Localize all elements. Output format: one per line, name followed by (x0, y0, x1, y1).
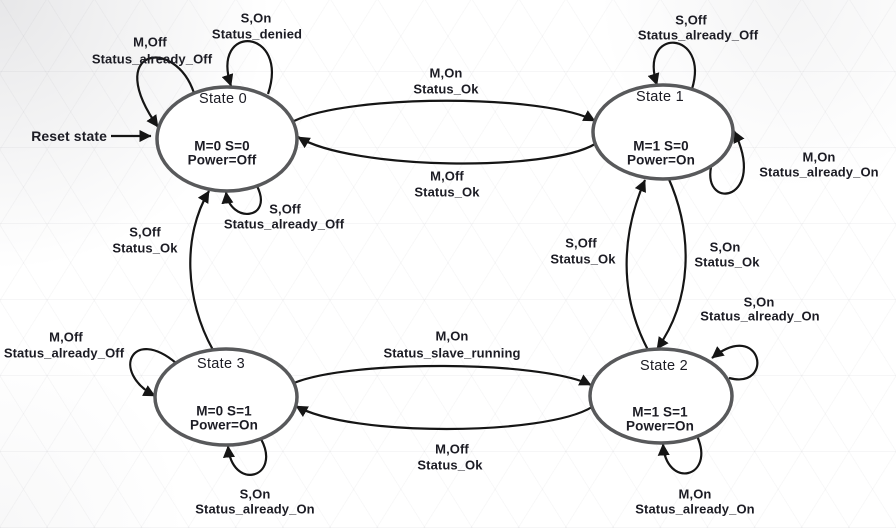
label-s1-s0-action: Status_Ok (414, 185, 480, 200)
state1-name: State 1 (636, 89, 684, 105)
label-s1-loop-top-event: S,Off (675, 13, 707, 28)
label-s0-loop-top-event: S,On (241, 11, 272, 26)
state1-values-line1: M=1 S=0 (633, 139, 688, 154)
edge-state1-selfloop-top (647, 41, 696, 90)
edge-state2-to-state1 (625, 179, 649, 351)
state0-ellipse (155, 85, 299, 193)
label-s3-loop-bottom-event: S,On (240, 487, 271, 502)
edge-state2-selfloop-topright (711, 344, 759, 381)
edge-state3-to-state0 (189, 190, 214, 351)
label-s3-s2-event: M,On (436, 329, 469, 344)
state-labels: State 0 M=0 S=0 Power=Off State 1 M=1 S=… (188, 89, 695, 434)
label-s3-s0-action: Status_Ok (112, 241, 178, 256)
label-s1-s0-event: M,Off (430, 169, 464, 184)
edge-state3-to-state2 (293, 364, 592, 386)
state3-ellipse (153, 347, 299, 447)
label-s3-loop-left-event: M,Off (49, 330, 83, 345)
edge-state2-to-state3 (295, 405, 593, 431)
label-s1-loop-top-action: Status_already_Off (638, 28, 759, 43)
edge-state0-selfloop-bottom (221, 185, 262, 215)
edge-state0-selfloop-topleft (136, 56, 196, 128)
state0-name: State 0 (199, 91, 247, 107)
label-s2-loop-tr-action: Status_already_On (700, 309, 819, 324)
edge-state3-selfloop-left (129, 348, 177, 397)
label-s2-s1-action: Status_Ok (550, 252, 616, 267)
label-s3-s0-event: S,Off (129, 225, 161, 240)
label-s2-loop-bottom-event: M,On (679, 487, 712, 502)
label-s3-s2-action: Status_slave_running (383, 346, 520, 361)
edge-state3-selfloop-bottom (222, 438, 268, 476)
state0-values-line1: M=0 S=0 (194, 139, 249, 154)
transition-edges (111, 40, 759, 476)
states (153, 83, 735, 447)
state3-name: State 3 (197, 356, 245, 372)
edge-state1-to-state0 (297, 136, 596, 165)
label-s3-loop-bottom-action: Status_already_On (195, 502, 314, 517)
edge-state0-selfloop-top (221, 40, 273, 95)
edge-state1-selfloop-right (709, 130, 746, 195)
transition-labels: M,On Status_Ok M,Off Status_Ok M,Off Sta… (4, 11, 879, 517)
label-s0-loop-tl-action: Status_already_Off (92, 52, 213, 67)
state1-ellipse (591, 83, 735, 181)
state1-values-line2: Power=On (627, 153, 695, 168)
edge-state2-selfloop-bottom (657, 435, 703, 475)
label-s2-s3-event: M,Off (435, 442, 469, 457)
state0-values-line2: Power=Off (188, 153, 257, 168)
label-s1-s2-event: S,On (710, 240, 741, 255)
reset-state-label: Reset state (31, 128, 107, 144)
label-s2-s1-event: S,Off (565, 236, 597, 251)
label-s0-loop-top-action: Status_denied (212, 27, 302, 42)
label-s0-loop-bottom-action: Status_already_Off (224, 217, 345, 232)
label-s1-loop-right-action: Status_already_On (759, 165, 878, 180)
label-s2-loop-tr-event: S,On (744, 295, 775, 310)
label-s3-loop-left-action: Status_already_Off (4, 346, 125, 361)
state2-values-line1: M=1 S=1 (632, 405, 688, 420)
state2-name: State 2 (640, 358, 688, 374)
label-s0-s1-event: M,On (430, 66, 463, 81)
label-s0-s1-action: Status_Ok (413, 82, 479, 97)
label-s2-s3-action: Status_Ok (417, 458, 483, 473)
label-s1-s2-action: Status_Ok (694, 255, 760, 270)
label-s0-loop-tl-event: M,Off (133, 35, 167, 50)
label-s0-loop-bottom-event: S,Off (269, 202, 301, 217)
state2-values-line2: Power=On (626, 419, 694, 434)
label-s2-loop-bottom-action: Status_already_On (635, 502, 754, 517)
state3-values-line1: M=0 S=1 (196, 404, 252, 419)
label-s1-loop-right-event: M,On (803, 150, 836, 165)
state3-values-line2: Power=On (190, 418, 258, 433)
edge-state1-to-state2 (656, 176, 687, 350)
edge-state0-to-state1 (293, 99, 596, 122)
state2-ellipse (588, 347, 734, 445)
